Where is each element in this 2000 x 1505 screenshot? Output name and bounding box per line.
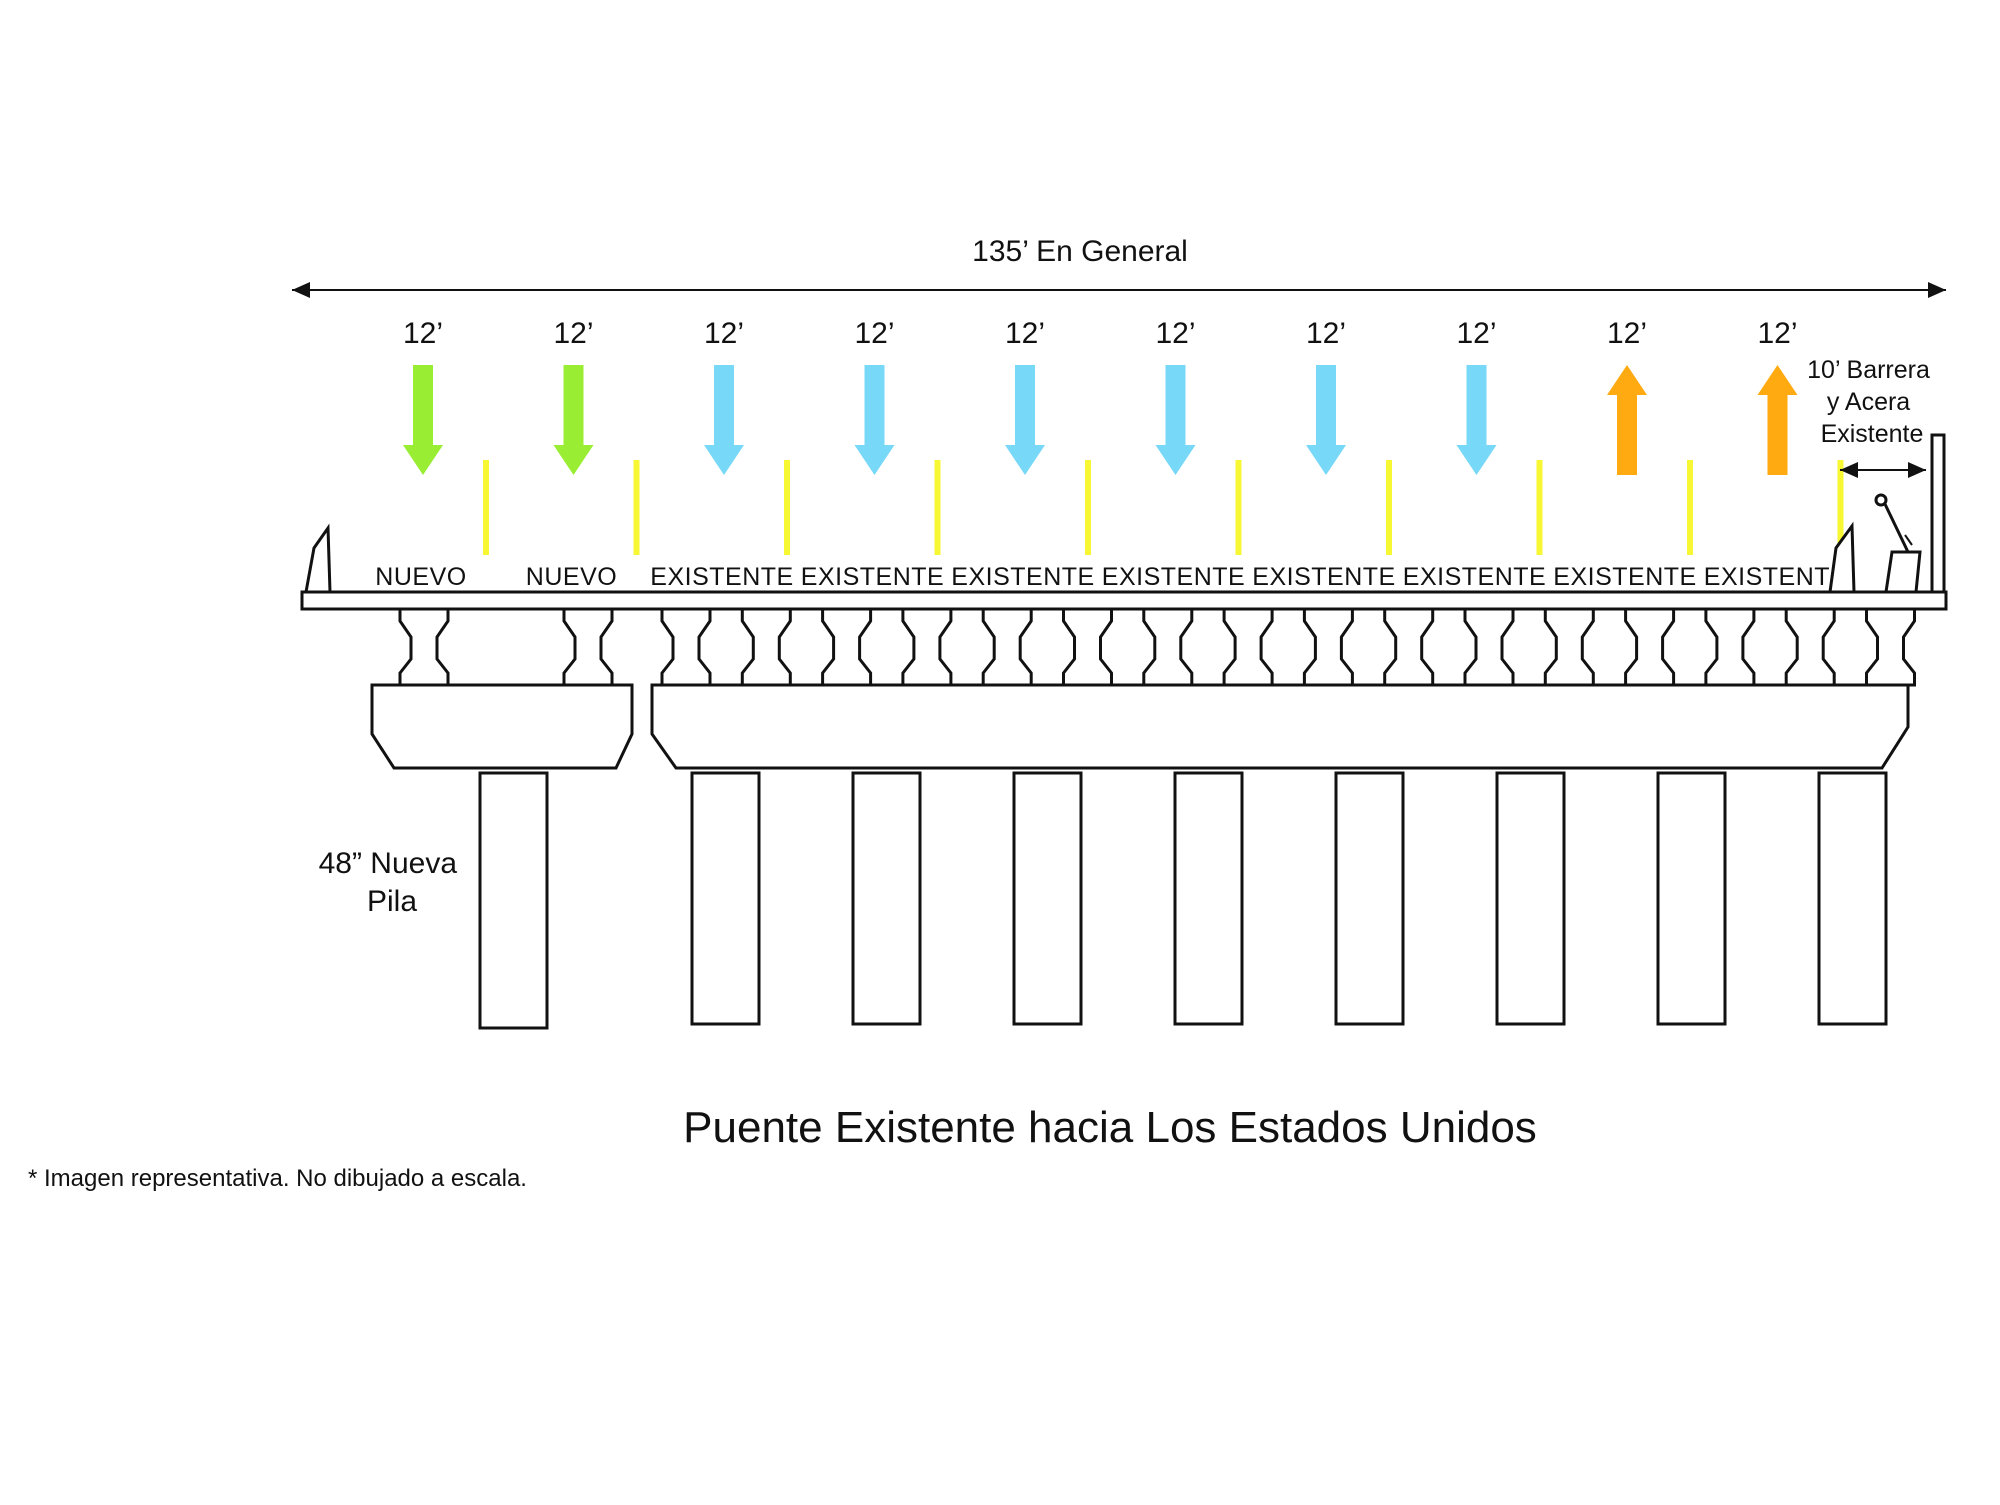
lane-status-label: EXISTENTE [1252,563,1395,591]
girder [1383,607,1435,687]
lane-divider [934,460,941,555]
girder [1624,607,1676,687]
arrow-up-icon [1607,365,1647,475]
overall-width-label: 135’ En General [972,235,1188,268]
girder [562,607,614,687]
girder [821,607,873,687]
left-barrier [304,523,332,594]
lane-width-label: 12’ [704,317,744,350]
lane-status-label: EXISTENTE [951,563,1094,591]
girder [740,607,792,687]
girder [1784,607,1836,687]
lane-divider [1235,460,1242,555]
lane-divider [1536,460,1543,555]
lane-9: 12’ EXISTENTE [1553,317,1696,591]
existing-column [851,771,922,1026]
sidewalk-label-line-1: 10’ Barrera [1807,356,1930,384]
existing-column [1012,771,1083,1026]
lane-width-label: 12’ [1155,317,1195,350]
sidewalk-label-line-2: y Acera [1827,388,1910,416]
lane-width-label: 12’ [403,317,443,350]
existing-column [1334,771,1405,1026]
existing-column [1495,771,1566,1026]
lane-5: 12’ EXISTENTE [951,317,1094,591]
girder [1865,607,1916,687]
lane-8: 12’ EXISTENTE [1403,317,1546,591]
girder [660,607,712,687]
lane-width-label: 12’ [1456,317,1496,350]
sidewalk-railing-post [1930,433,1946,594]
sidewalk-label: 10’ Barrera y Acera Existente [1807,356,1937,448]
lane-divider [1837,460,1844,555]
lane-status-label: NUEVO [375,563,466,591]
new-pile-label: 48” Nueva Pila [319,847,466,918]
lane-width-label: 12’ [1607,317,1647,350]
existing-column [1656,771,1727,1026]
arrow-down-icon [1005,365,1045,475]
lane-7: 12’ EXISTENTE [1252,317,1395,591]
lane-status-label: EXISTENTE [1553,563,1696,591]
girder [1302,607,1354,687]
girder [1463,607,1515,687]
lane-width-label: 12’ [553,317,593,350]
lane-status-label: EXISTENTE [1704,563,1847,591]
arrow-down-icon [1306,365,1346,475]
existing-column [1173,771,1244,1026]
new-pile-column [478,771,549,1030]
girder [901,607,953,687]
sidewalk-label-line-3: Existente [1821,420,1924,448]
lane-status-label: NUEVO [526,563,617,591]
existing-column [1817,771,1888,1026]
columns-group [478,771,1888,1030]
lane-status-label: EXISTENTE [801,563,944,591]
existing-pier-cap [650,683,1910,770]
arrow-up-icon [1757,365,1798,475]
lane-width-label: 12’ [854,317,894,350]
new-pier-cap [370,683,634,770]
arrow-down-icon [1456,365,1497,475]
arrow-down-icon [553,365,594,475]
lane-1: 12’ NUEVO [375,317,489,591]
lane-4: 12’ EXISTENTE [801,317,944,591]
girders-group [398,607,1916,687]
girder [1704,607,1756,687]
arrow-down-icon [704,365,744,475]
new-pile-label-line-2: Pila [367,885,417,918]
lane-width-label: 12’ [1005,317,1045,350]
lane-status-label: EXISTENTE [1403,563,1546,591]
lane-divider [784,460,790,555]
girder [1062,607,1113,687]
existing-column [690,771,761,1026]
arrow-down-icon [854,365,895,475]
lane-divider [1687,460,1693,555]
lane-6: 12’ EXISTENTE [1102,317,1245,591]
lane-divider [483,460,489,555]
lane-divider [1386,460,1392,555]
girder [1543,607,1595,687]
lane-divider [1085,460,1091,555]
scale-note: * Imagen representativa. No dibujado a e… [28,1165,527,1192]
arrow-down-icon [1155,365,1196,475]
girder [1222,607,1274,687]
diagram-title: Puente Existente hacia Los Estados Unido… [683,1103,1537,1152]
lane-10: 12’ EXISTENTE [1704,317,1847,591]
lanes-group: 12’ NUEVO 12’ NUEVO 12’ EXISTENTE 12’ EXISTENTE… [375,317,1847,591]
new-pile-label-line-1: 48” Nueva [319,847,458,880]
pedestrian-figure-icon [1874,493,1922,594]
lane-status-label: EXISTENTE [1102,563,1245,591]
lane-2: 12’ NUEVO [526,317,640,591]
lane-width-label: 12’ [1306,317,1346,350]
bridge-deck [300,590,1948,611]
girder [1142,607,1194,687]
girder [398,607,450,687]
lane-3: 12’ EXISTENTE [650,317,793,591]
arrow-down-icon [403,365,443,475]
girder [981,607,1033,687]
lane-divider [633,460,640,555]
lane-width-label: 12’ [1757,317,1797,350]
lane-status-label: EXISTENTE [650,563,793,591]
